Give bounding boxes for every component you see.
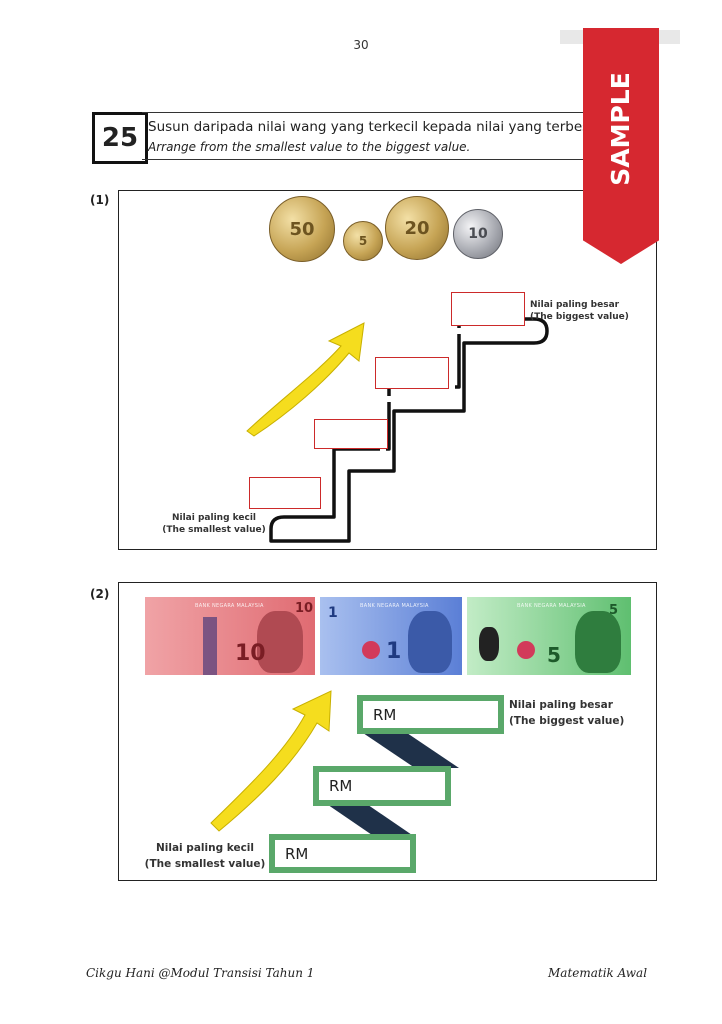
answer-box-1[interactable]: [249, 477, 321, 509]
up-arrow-1: [246, 322, 365, 437]
step-connector-1: [315, 796, 415, 837]
sample-ribbon: SAMPLE WWW.TESTPAPER.COM.MY: [583, 28, 659, 264]
banknote-portrait: [575, 611, 621, 673]
caption-biggest-2: Nilai paling besar (The biggest value): [509, 699, 625, 727]
answer-box-3[interactable]: [375, 357, 449, 389]
coin-20-sen[interactable]: 20: [385, 196, 449, 260]
answer-box-4[interactable]: [451, 292, 525, 326]
banknote-rm10[interactable]: BANK NEGARA MALAYSIA 10 10: [145, 597, 315, 675]
banknote-rm1[interactable]: BANK NEGARA MALAYSIA 1 1: [320, 597, 462, 675]
ribbon-main-text: SAMPLE: [606, 72, 635, 186]
banknote-portrait: [408, 611, 452, 673]
question-number: 25: [92, 112, 148, 164]
up-arrow-2: [210, 690, 332, 832]
rm-answer-box-2[interactable]: RM: [313, 766, 451, 806]
hibiscus-icon: [362, 641, 380, 659]
footer-right: Matematik Awal: [548, 966, 648, 980]
caption-smallest-1: Nilai paling kecil (The smallest value): [162, 513, 266, 535]
coin-50-sen[interactable]: 50: [269, 196, 335, 262]
coin-10-sen[interactable]: 10: [453, 209, 503, 259]
banknote-rm5[interactable]: BANK NEGARA MALAYSIA 5 5: [467, 597, 631, 675]
window-icon: [479, 627, 499, 661]
caption-smallest-2: Nilai paling kecil (The smallest value): [144, 842, 266, 870]
instruction-malay: Susun daripada nilai wang yang terkecil …: [148, 119, 607, 135]
caption-biggest-1: Nilai paling besar (The biggest value): [530, 300, 629, 322]
section-1-label: (1): [90, 193, 110, 207]
answer-box-2[interactable]: [314, 419, 388, 449]
banknote-portrait: [257, 611, 303, 673]
instruction-english: Arrange from the smallest value to the b…: [148, 140, 471, 154]
ribbon-sub-text: WWW.TESTPAPER.COM.MY: [670, 68, 679, 182]
section-2-panel: BANK NEGARA MALAYSIA 10 10 BANK NEGARA M…: [118, 582, 657, 881]
coin-5-sen[interactable]: 5: [343, 221, 383, 261]
page-number: 30: [353, 38, 369, 52]
footer-left: Cikgu Hani @Modul Transisi Tahun 1: [86, 966, 315, 980]
rm-answer-box-1[interactable]: RM: [269, 834, 416, 873]
instruction-box: Susun daripada nilai wang yang terkecil …: [142, 112, 630, 160]
rm-answer-box-3[interactable]: RM: [357, 695, 504, 734]
section-1-panel: 50 5 20 10 Nilai paling besar (The bigge…: [118, 190, 657, 550]
section-2-label: (2): [90, 587, 110, 601]
hibiscus-icon: [517, 641, 535, 659]
staircase-2-graphic: [210, 690, 459, 837]
step-connector-2: [363, 733, 459, 768]
